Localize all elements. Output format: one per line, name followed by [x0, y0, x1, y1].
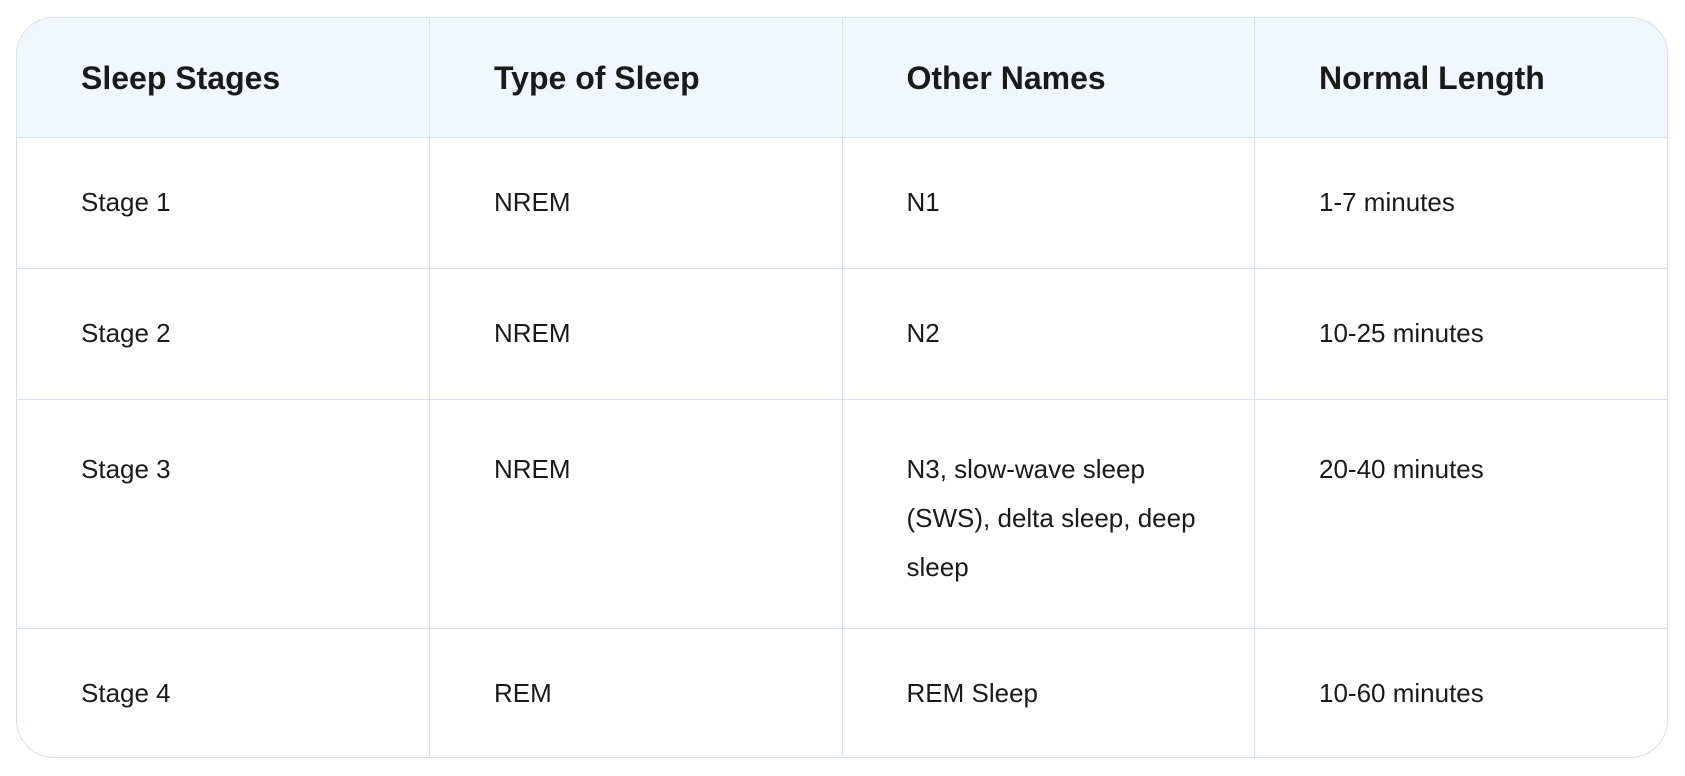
table-cell: N2	[841, 267, 1255, 400]
header-row: Sleep Stages Type of Sleep Other Names N…	[17, 18, 1667, 138]
table-row: Stage 3 NREM N3, slow-wave sleep (SWS), …	[17, 398, 1667, 629]
table-cell: 10-25 minutes	[1254, 267, 1667, 400]
table-cell: 20-40 minutes	[1254, 398, 1667, 629]
table-body: Stage 1 NREM N1 1-7 minutes Stage 2 NREM…	[17, 136, 1667, 757]
table-cell: REM Sleep	[841, 627, 1255, 757]
table-cell: Stage 4	[17, 627, 430, 757]
table-cell: Stage 2	[17, 267, 430, 400]
table-header: Sleep Stages Type of Sleep Other Names N…	[17, 18, 1667, 138]
header-cell-type-of-sleep: Type of Sleep	[429, 18, 843, 138]
header-cell-other-names: Other Names	[841, 18, 1255, 138]
table-cell: 1-7 minutes	[1254, 136, 1667, 269]
table-cell: 10-60 minutes	[1254, 627, 1667, 757]
table-row: Stage 4 REM REM Sleep 10-60 minutes	[17, 627, 1667, 757]
table-cell: Stage 3	[17, 398, 430, 629]
header-cell-normal-length: Normal Length	[1254, 18, 1667, 138]
header-cell-sleep-stages: Sleep Stages	[17, 18, 430, 138]
table-cell: N3, slow-wave sleep (SWS), delta sleep, …	[841, 398, 1255, 629]
table-cell: NREM	[429, 267, 843, 400]
table-cell: NREM	[429, 136, 843, 269]
table-row: Stage 1 NREM N1 1-7 minutes	[17, 136, 1667, 269]
table-cell: Stage 1	[17, 136, 430, 269]
table-cell: NREM	[429, 398, 843, 629]
table-cell: REM	[429, 627, 843, 757]
table-cell: N1	[841, 136, 1255, 269]
sleep-stages-table: Sleep Stages Type of Sleep Other Names N…	[17, 18, 1667, 757]
table-row: Stage 2 NREM N2 10-25 minutes	[17, 267, 1667, 400]
sleep-stages-table-container: Sleep Stages Type of Sleep Other Names N…	[16, 17, 1668, 758]
